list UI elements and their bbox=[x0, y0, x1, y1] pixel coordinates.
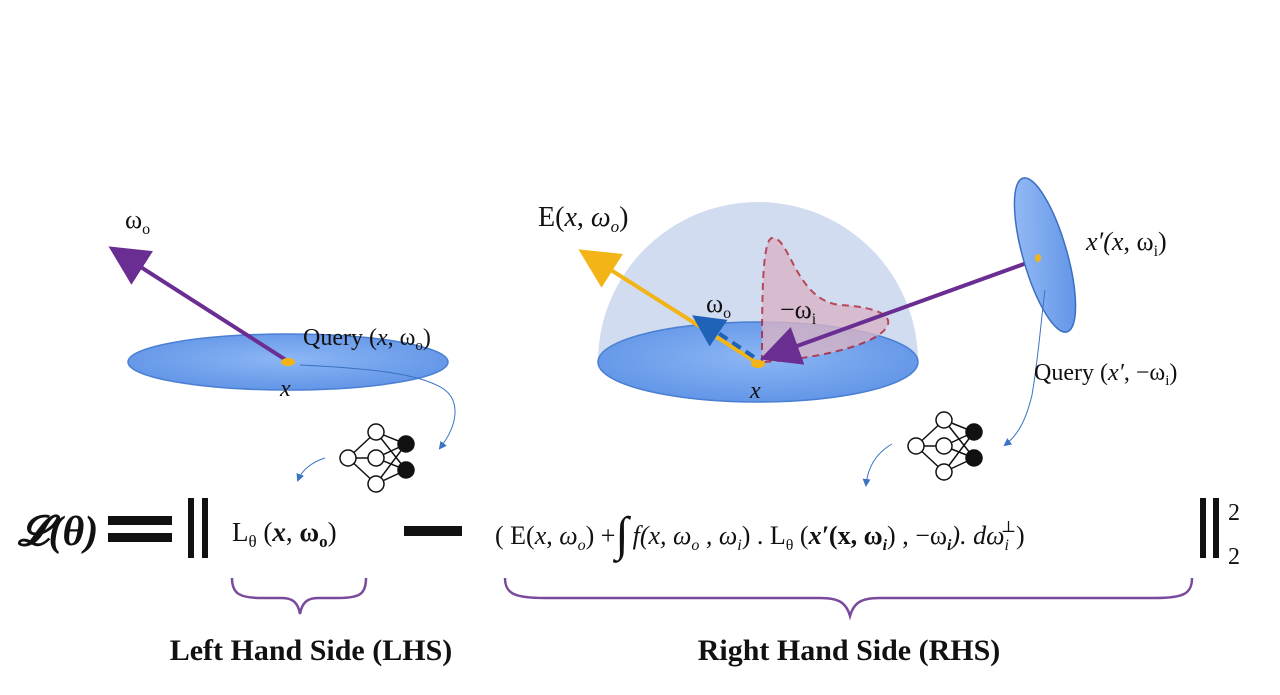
rhs-term: ( E(x, ωo) +∫f(x, ωo , ωi) . Lθ (x′(x, ω… bbox=[495, 508, 1025, 563]
left-query-label: Query (x, ωo) bbox=[303, 325, 431, 354]
right-neural-net-icon bbox=[907, 411, 983, 481]
norm-bar-left-2 bbox=[202, 498, 208, 558]
minus-sign bbox=[404, 526, 462, 536]
loss-equation: 𝓛(θ) Lθ (x, ωo) ( E(x, ωo) +∫f(x, ωo , ω… bbox=[17, 498, 1240, 570]
norm-bar-right-2 bbox=[1213, 498, 1219, 558]
left-net-output-curve bbox=[296, 457, 326, 482]
norm-subscript: 2 bbox=[1228, 544, 1240, 570]
secondary-surface bbox=[1013, 177, 1077, 333]
lhs-brace bbox=[230, 577, 368, 615]
right-query-label: Query (x′, −ωi) bbox=[1034, 360, 1177, 389]
neg-omega-i-label: −ωi bbox=[780, 295, 817, 328]
lhs-term: Lθ (x, ωo) bbox=[232, 517, 337, 551]
right-point-label: x bbox=[749, 378, 761, 404]
norm-bar-right-1 bbox=[1200, 498, 1206, 558]
equals-bar-top bbox=[108, 516, 172, 525]
left-query-point bbox=[281, 358, 295, 366]
right-scene: E(x, ωo) ωo −ωi x x′(x, ωi) Query (x′, −… bbox=[538, 177, 1177, 487]
rhs-label: Right Hand Side (RHS) bbox=[698, 634, 1001, 667]
left-omega-o-label: ωo bbox=[125, 205, 150, 238]
loss-symbol: 𝓛(θ) bbox=[17, 509, 98, 555]
right-query-point bbox=[751, 360, 765, 368]
xprime-label: x′(x, ωi) bbox=[1085, 227, 1167, 260]
emission-arrow bbox=[578, 249, 758, 364]
left-scene: ωo Query (x, ωo) x bbox=[108, 205, 456, 493]
secondary-point bbox=[1035, 254, 1041, 262]
rhs-brace bbox=[503, 577, 1194, 621]
left-omega-o-arrow bbox=[108, 246, 288, 362]
hemisphere-front bbox=[597, 361, 919, 403]
emission-label: E(x, ωo) bbox=[538, 202, 628, 236]
left-neural-net-icon bbox=[339, 423, 415, 493]
right-query-curve bbox=[1003, 289, 1046, 447]
norm-bar-left-1 bbox=[188, 498, 194, 558]
left-query-curve bbox=[299, 364, 456, 450]
norm-superscript: 2 bbox=[1228, 500, 1240, 526]
lhs-label: Left Hand Side (LHS) bbox=[170, 634, 453, 667]
left-point-label: x bbox=[279, 376, 291, 402]
equals-bar-bottom bbox=[108, 533, 172, 542]
right-net-output-curve bbox=[862, 443, 893, 487]
incoming-omega-i-arrow bbox=[759, 258, 1036, 365]
right-omega-o-arrow bbox=[692, 315, 756, 359]
right-omega-o-label: ωo bbox=[706, 289, 731, 322]
